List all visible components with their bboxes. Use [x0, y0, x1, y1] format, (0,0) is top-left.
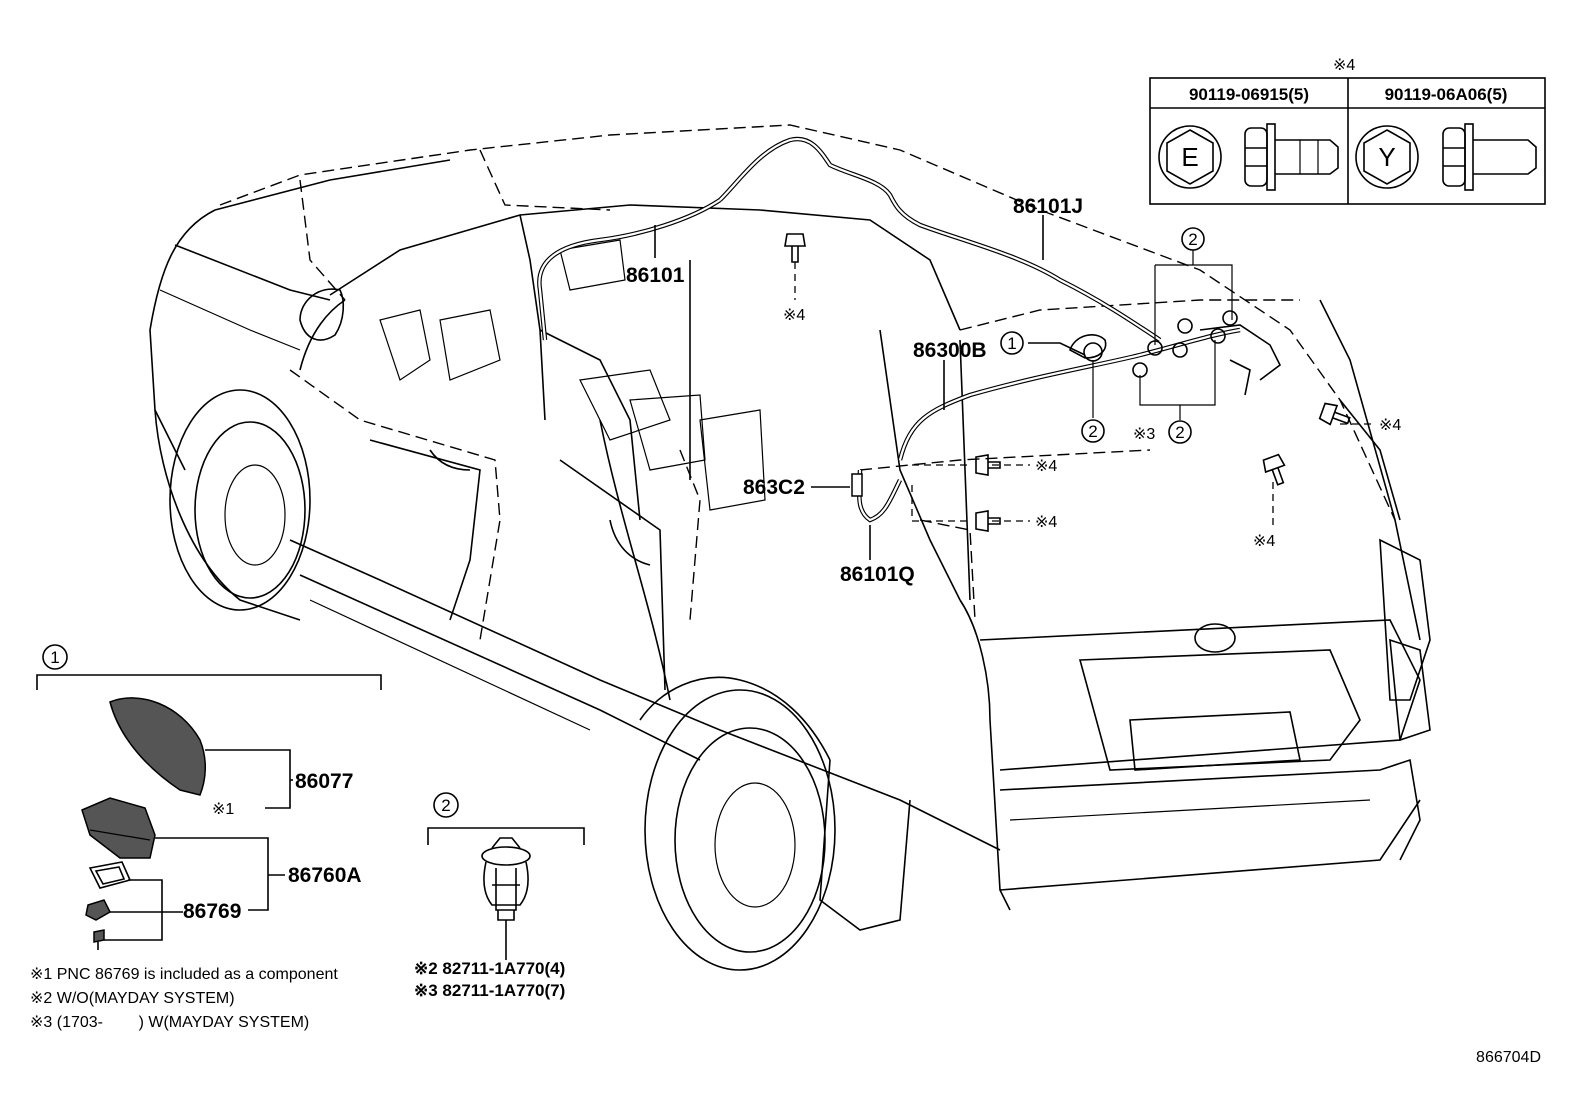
table-col2-part[interactable]: 90119-06A06(5)	[1385, 85, 1508, 104]
callout-86769[interactable]: 86769	[183, 900, 241, 923]
detail-group-1: 1 86077 ※1 86760A 86	[36, 644, 382, 950]
leader-lines	[654, 215, 1375, 560]
ref-circle-2[interactable]: 2	[1081, 419, 1105, 443]
svg-text:2: 2	[1188, 230, 1197, 249]
antenna-nut[interactable]	[85, 899, 111, 921]
diagram-id: 866704D	[1476, 1049, 1541, 1066]
svg-text:Y: Y	[1378, 142, 1395, 172]
roof-clips	[1083, 310, 1238, 378]
footnote-1: ※1 PNC 86769 is included as a component	[30, 966, 338, 983]
hex-nut-e-icon: E	[1158, 125, 1222, 189]
svg-text:E: E	[1181, 142, 1198, 172]
callout-86101Q[interactable]: 86101Q	[840, 563, 915, 586]
fastener-marks: ※4 ※4 ※4 ※4 ※4 ※3	[783, 307, 1401, 550]
bolt-side-icon	[1244, 123, 1339, 191]
bolts	[784, 233, 1351, 532]
svg-text:1: 1	[50, 648, 59, 667]
svg-text:1: 1	[1007, 334, 1016, 353]
part-callouts: 86101J 86101 86300B 863C2 86101Q	[626, 195, 1083, 586]
table-col1-part[interactable]: 90119-06915(5)	[1189, 85, 1309, 104]
footnote-2: ※2 W/O(MAYDAY SYSTEM)	[30, 990, 235, 1007]
hex-nut-y-icon: Y	[1355, 125, 1419, 189]
callout-86101J[interactable]: 86101J	[1013, 195, 1083, 218]
harness-clip[interactable]	[481, 837, 531, 921]
antenna-screw[interactable]	[93, 929, 105, 950]
vehicle-outline	[149, 124, 1431, 971]
footnote-3: ※3 (1703- ) W(MAYDAY SYSTEM)	[30, 1014, 309, 1031]
svg-text:2: 2	[1175, 423, 1184, 442]
table-header-mark: ※4	[1333, 57, 1355, 74]
antenna-base-assembly[interactable]	[81, 797, 156, 859]
ref-circle-2[interactable]: 2	[433, 792, 459, 818]
callout-86101[interactable]: 86101	[626, 264, 685, 287]
ref-circle-1[interactable]: 1	[42, 644, 68, 670]
clip-legend-line2: ※3 82711-1A770(7)	[414, 981, 565, 1000]
clip-mark: ※3	[1133, 426, 1155, 443]
callout-86300B[interactable]: 86300B	[913, 339, 987, 362]
antenna-pad-gasket[interactable]	[88, 861, 132, 889]
callout-863C2[interactable]: 863C2	[743, 476, 805, 499]
fastener-mark: ※4	[783, 307, 805, 324]
fastener-mark: ※4	[1253, 533, 1275, 550]
fastener-mark: ※4	[1035, 458, 1057, 475]
fastener-table: ※4 90119-06915(5) 90119-06A06(5) E Y	[1149, 57, 1546, 205]
fastener-mark: ※4	[1035, 514, 1057, 531]
circle-refs: 1 2 2 2	[1000, 227, 1205, 444]
svg-text:2: 2	[1088, 422, 1097, 441]
callout-86077[interactable]: 86077	[295, 770, 353, 793]
ref-circle-2[interactable]: 2	[1168, 420, 1192, 444]
clip-brackets	[1092, 250, 1233, 420]
shark-fin-antenna-cover[interactable]	[109, 697, 206, 796]
clip-legend-line1: ※2 82711-1A770(4)	[414, 959, 565, 978]
note1-mark: ※1	[212, 801, 234, 818]
svg-text:2: 2	[441, 796, 450, 815]
bolt-side-icon	[1442, 123, 1537, 191]
footnotes: ※1 PNC 86769 is included as a component …	[30, 966, 338, 1031]
callout-86760A[interactable]: 86760A	[288, 864, 362, 887]
ref-circle-1[interactable]: 1	[1000, 331, 1024, 355]
antenna-cables	[537, 136, 1282, 523]
ref-circle-2[interactable]: 2	[1181, 227, 1205, 251]
fastener-mark: ※4	[1379, 417, 1401, 434]
detail-group-2: 2 ※2 82711-1A770(4) ※3 82711-1A770(7)	[414, 792, 585, 1000]
